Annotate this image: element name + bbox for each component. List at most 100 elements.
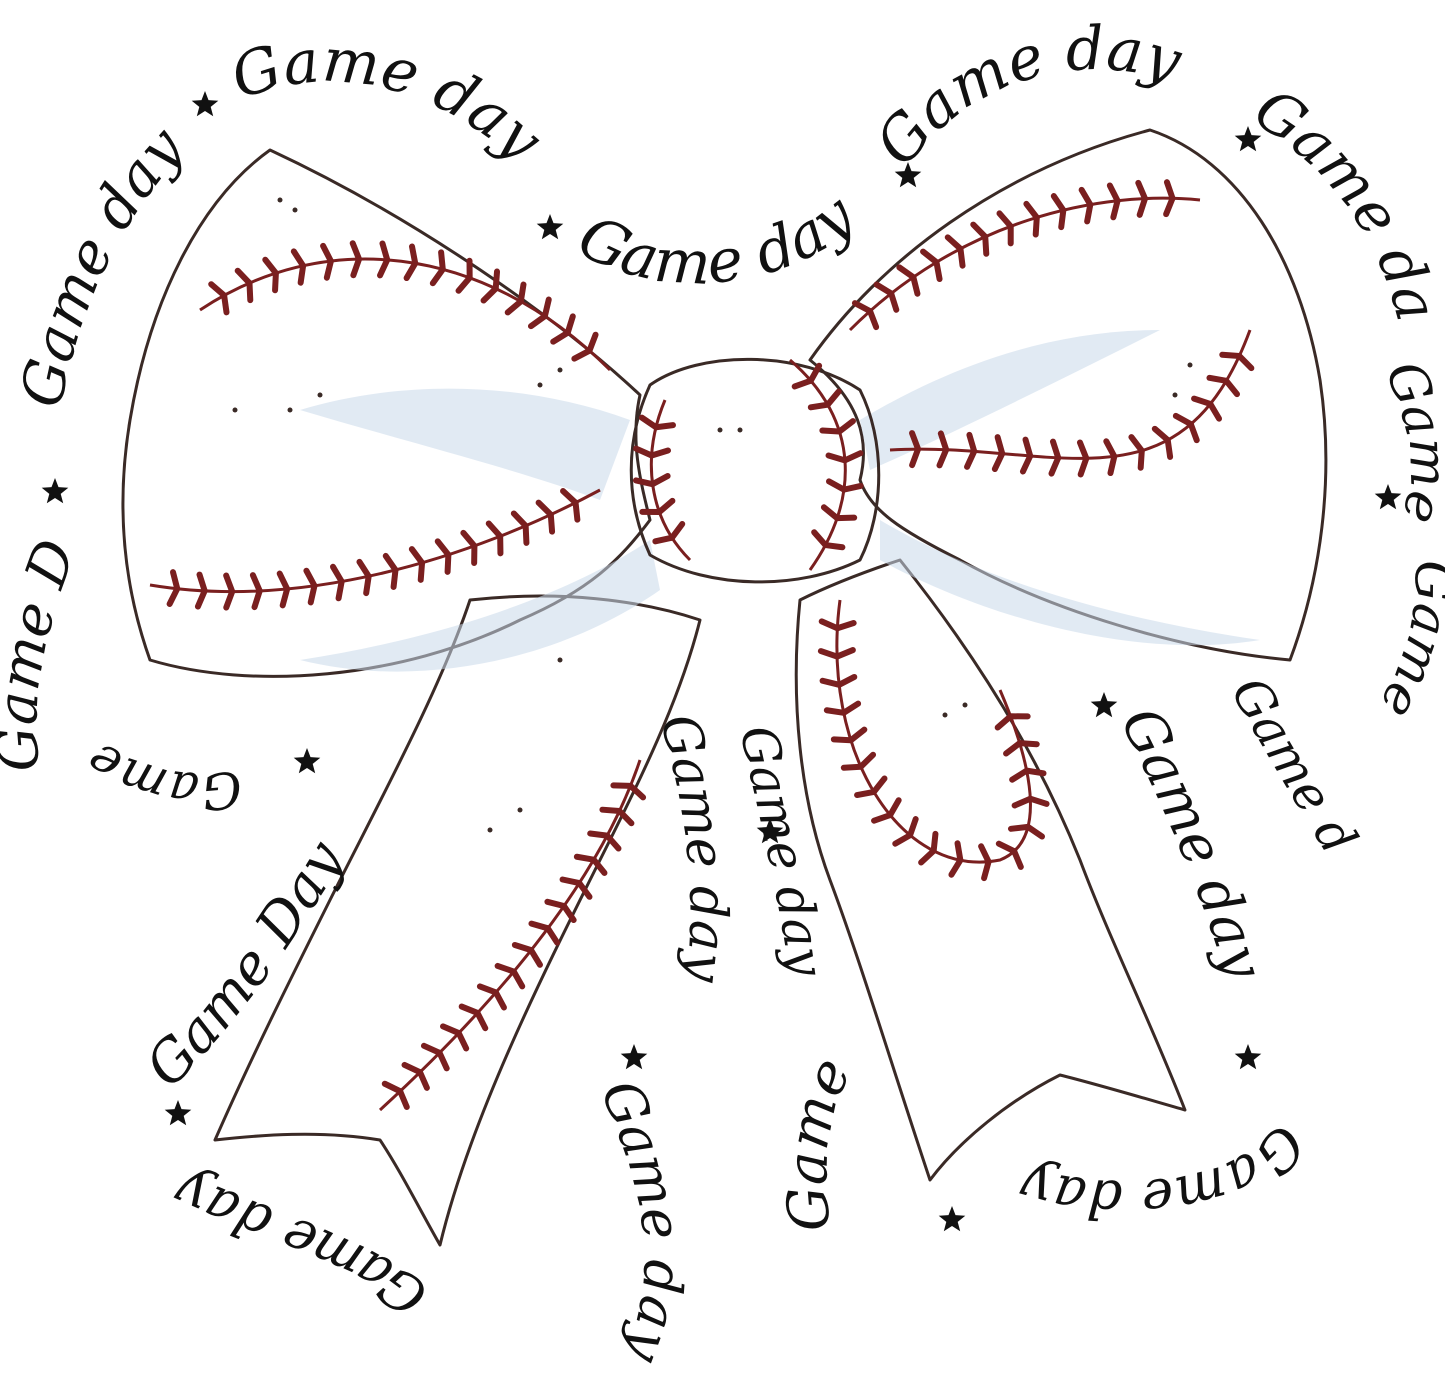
- knot-seam-left: [649, 399, 692, 562]
- stitch-mark: [1151, 425, 1171, 444]
- svg-text:Game day: Game day: [7, 113, 198, 413]
- stitch-mark: [1011, 795, 1034, 809]
- stitch-mark: [599, 806, 623, 815]
- svg-text:Game day: Game day: [0, 0, 1445, 745]
- svg-text:Game day: Game day: [588, 1071, 695, 1372]
- stitch-mark: [517, 281, 527, 305]
- stitch-mark: [409, 243, 419, 267]
- svg-text:Game day: Game day: [862, 14, 1190, 179]
- star-icon: [894, 162, 922, 188]
- stitch-mark: [836, 673, 858, 688]
- stitch-mark: [349, 240, 363, 263]
- svg-text:Game day: Game day: [1012, 1113, 1317, 1232]
- stitch-mark: [840, 700, 862, 716]
- stitch-mark: [807, 362, 823, 384]
- stitch-mark: [223, 572, 236, 595]
- ribbon-dots: [232, 197, 1193, 833]
- stitch-mark: [896, 264, 917, 281]
- stitch-mark: [249, 572, 263, 594]
- stitch-mark: [834, 620, 857, 632]
- stitch-mark: [841, 450, 864, 464]
- stitch-mark: [434, 538, 452, 558]
- lettering-7: Game day: [0, 0, 1445, 745]
- knot-stitches: [632, 362, 864, 551]
- seam-stitches: [166, 179, 1255, 1110]
- stitch-mark: [909, 430, 922, 453]
- svg-text:Game Day: Game Day: [133, 829, 357, 1100]
- left-bow-loop: [121, 148, 652, 678]
- stitch-mark: [1023, 200, 1040, 221]
- stitch-mark: [573, 853, 597, 863]
- stitch-mark: [564, 313, 576, 336]
- stitch-mark: [262, 256, 279, 277]
- seam-left-loop-bottom: [149, 488, 601, 594]
- stitch-mark: [1206, 374, 1230, 384]
- star-icon: [293, 748, 321, 774]
- svg-text:Game: Game: [775, 1048, 864, 1234]
- stitch-mark: [1049, 438, 1062, 461]
- stitch-mark: [836, 418, 856, 435]
- star-icon: [938, 1206, 966, 1232]
- right-bow-loop: [808, 128, 1328, 662]
- stitch-mark: [234, 267, 253, 287]
- star-icon: [41, 478, 69, 504]
- stitch-mark: [1003, 740, 1023, 757]
- stitch-mark: [824, 388, 842, 408]
- stitch-mark: [438, 249, 446, 273]
- seam-right-loop-top: [848, 196, 1201, 332]
- stitch-mark: [1050, 193, 1067, 214]
- stitch-mark: [847, 726, 868, 744]
- stitch-mark: [930, 830, 939, 854]
- stitch-mark: [290, 248, 307, 269]
- stitch-mark: [494, 962, 517, 975]
- star-icon: [1090, 692, 1118, 718]
- stitch-mark: [196, 571, 208, 594]
- lettering-13: Game day: [1012, 1113, 1317, 1232]
- star-icon: [620, 1044, 648, 1070]
- stitch-mark: [169, 569, 181, 592]
- stitch-mark: [1078, 186, 1094, 208]
- stitch-mark: [535, 499, 554, 518]
- stitch-mark: [840, 482, 864, 493]
- star-icon: [1234, 126, 1262, 152]
- star-icon: [164, 1100, 192, 1126]
- stitch-mark: [420, 1042, 443, 1056]
- lettering-4: Game day: [862, 14, 1190, 179]
- stitch-mark: [994, 434, 1006, 457]
- lettering-3: Game day: [568, 180, 869, 299]
- stitch-mark: [408, 546, 426, 566]
- lettering-1: Game day: [7, 113, 198, 413]
- stitch-mark: [887, 797, 902, 819]
- star-icon: [1234, 1044, 1262, 1070]
- blue-shadow-left-lower: [300, 540, 660, 672]
- stitch-mark: [1219, 351, 1243, 359]
- star-icon: [191, 91, 219, 117]
- stitch-mark: [656, 497, 676, 515]
- stitch-mark: [544, 898, 567, 909]
- stitch-mark: [381, 1080, 404, 1095]
- stitch-mark: [1106, 182, 1121, 204]
- stitch-mark: [954, 840, 964, 864]
- stitch-mark: [920, 248, 940, 266]
- stitch-mark: [586, 331, 599, 354]
- stitch-mark: [528, 920, 551, 932]
- stitch-mark: [873, 281, 895, 297]
- stitch-mark: [1128, 434, 1145, 454]
- svg-text:Game day: Game day: [164, 1160, 439, 1329]
- stitch-mark: [870, 775, 888, 795]
- stitch-mark: [857, 751, 877, 770]
- stitch-mark: [440, 1023, 462, 1037]
- blue-shadow-right: [860, 330, 1160, 470]
- stitch-mark: [511, 941, 535, 954]
- stitch-mark: [822, 542, 846, 551]
- stitch-mark: [485, 520, 504, 540]
- lettering-12: Game: [775, 1048, 864, 1234]
- svg-text:Game day: Game day: [568, 180, 869, 299]
- stitch-mark: [1163, 179, 1176, 202]
- stitch-mark: [303, 567, 318, 589]
- lettering-8: Game Day: [133, 829, 357, 1100]
- stitch-mark: [944, 234, 964, 252]
- stitch-mark: [208, 281, 228, 299]
